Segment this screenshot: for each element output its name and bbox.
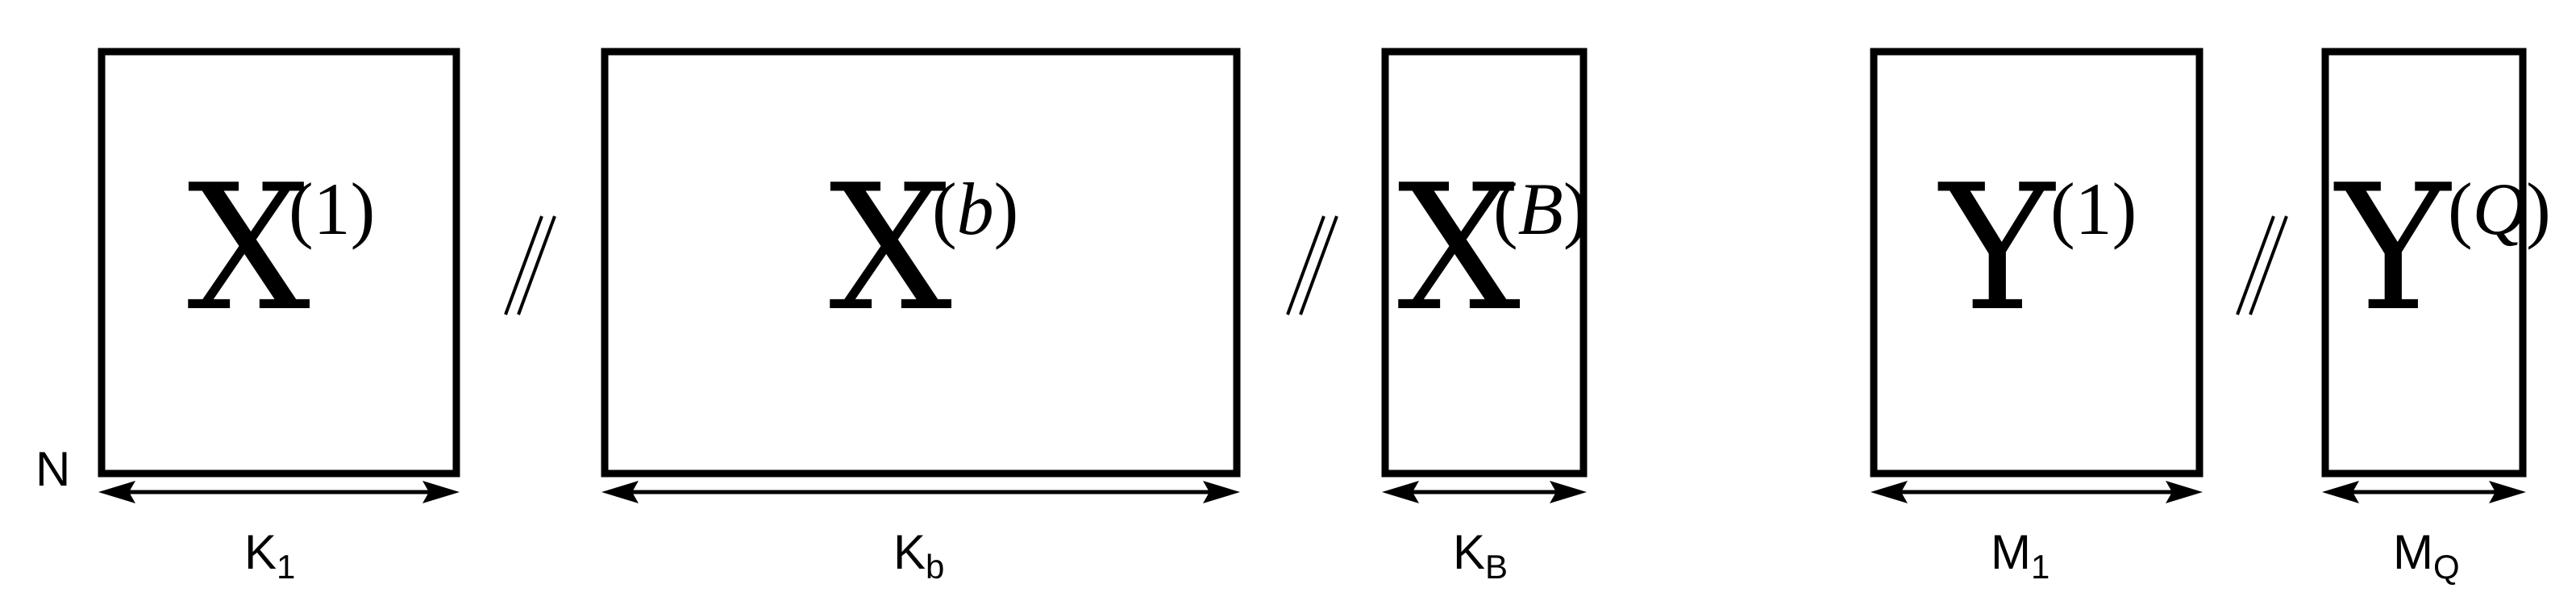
- dimension-label: MQ: [2393, 525, 2460, 586]
- arrowhead-left-icon: [601, 481, 639, 503]
- dimension-label-main: K: [893, 525, 926, 579]
- matrix-symbol: X: [1397, 147, 1521, 349]
- superscript-open-paren: (: [2050, 168, 2075, 250]
- matrix-superscript: (B): [1493, 168, 1588, 250]
- superscript-close-paren: ): [1563, 168, 1588, 250]
- dimension-label-subscript: Q: [2433, 548, 2460, 586]
- matrix-symbol: X: [187, 147, 310, 349]
- dimension-label: M1: [1991, 525, 2050, 586]
- matrix-rect: [1381, 48, 1588, 478]
- double-slash-ellipsis-icon: [504, 215, 556, 315]
- superscript-open-paren: (: [2448, 168, 2473, 250]
- matrix-superscript: (b): [932, 168, 1018, 250]
- dimension-label-subscript: 1: [2031, 548, 2050, 586]
- dimension-label: K1: [244, 525, 295, 586]
- dimension-arrow: [1871, 481, 2203, 503]
- matrix-symbol: X: [829, 147, 952, 349]
- arrowhead-right-icon: [2489, 481, 2526, 503]
- arrowhead-left-icon: [98, 481, 135, 503]
- superscript-close-paren: ): [994, 168, 1019, 250]
- matrix-rect: [601, 48, 1241, 478]
- dimension-label: Kb: [893, 525, 944, 586]
- matrix-block-y1: Y (1) M1: [1870, 48, 2204, 586]
- arrowhead-left-icon: [1871, 481, 1908, 503]
- superscript-close-paren: ): [351, 168, 376, 250]
- dimension-arrow: [2322, 481, 2526, 503]
- matrix-rect: [2321, 48, 2527, 478]
- superscript-close-paren: ): [2526, 168, 2551, 250]
- superscript-variable: Q: [2473, 168, 2526, 250]
- dimension-label-subscript: b: [926, 548, 944, 586]
- matrix-letter: Y: [2333, 147, 2452, 349]
- superscript-close-paren: ): [2112, 168, 2137, 250]
- superscript-open-paren: (: [1493, 168, 1518, 250]
- matrix-block-x1: X (1) K1: [98, 48, 460, 586]
- double-slash-ellipsis-icon: [1286, 215, 1338, 315]
- superscript-variable: b: [957, 168, 994, 250]
- superscript-open-paren: (: [289, 168, 314, 250]
- matrix-superscript: (1): [289, 168, 375, 250]
- superscript-open-paren: (: [932, 168, 957, 250]
- matrix-block-xb: X (b) Kb: [601, 48, 1241, 586]
- matrix-superscript: (1): [2050, 168, 2137, 250]
- matrix-rect: [1870, 48, 2204, 478]
- dimension-label-main: K: [1453, 525, 1485, 579]
- matrix-rect: [98, 48, 460, 478]
- dimension-arrow: [1382, 481, 1587, 503]
- row-dimension-label: N: [35, 442, 70, 496]
- dimension-arrow: [98, 481, 460, 503]
- matrix-superscript: (Q): [2448, 168, 2551, 250]
- dimension-label-main: M: [1991, 525, 2031, 579]
- matrix-symbol: Y: [1937, 147, 2056, 349]
- dimension-arrow: [601, 481, 1240, 503]
- arrowhead-right-icon: [422, 481, 460, 503]
- matrix-letter: X: [187, 147, 310, 349]
- superscript-variable: 1: [2075, 168, 2112, 250]
- arrowhead-right-icon: [1550, 481, 1587, 503]
- arrowhead-left-icon: [1382, 481, 1419, 503]
- superscript-variable: 1: [314, 168, 351, 250]
- dimension-label-subscript: 1: [277, 548, 295, 586]
- matrix-letter: X: [829, 147, 952, 349]
- superscript-variable: B: [1518, 168, 1563, 250]
- arrowhead-right-icon: [1203, 481, 1240, 503]
- matrix-symbol: Y: [2333, 147, 2452, 349]
- double-slash-ellipsis-icon: [2236, 215, 2288, 315]
- arrowhead-right-icon: [2166, 481, 2203, 503]
- matrix-block-yQ: Y (Q) MQ: [2321, 48, 2551, 586]
- matrix-letter: X: [1397, 147, 1521, 349]
- matrix-block-xB: X (B) KB: [1381, 48, 1588, 586]
- matrix-letter: Y: [1937, 147, 2056, 349]
- dimension-label-main: M: [2393, 525, 2433, 579]
- dimension-label-subscript: B: [1485, 548, 1508, 586]
- arrowhead-left-icon: [2322, 481, 2359, 503]
- dimension-label-main: K: [244, 525, 277, 579]
- dimension-label: KB: [1453, 525, 1508, 586]
